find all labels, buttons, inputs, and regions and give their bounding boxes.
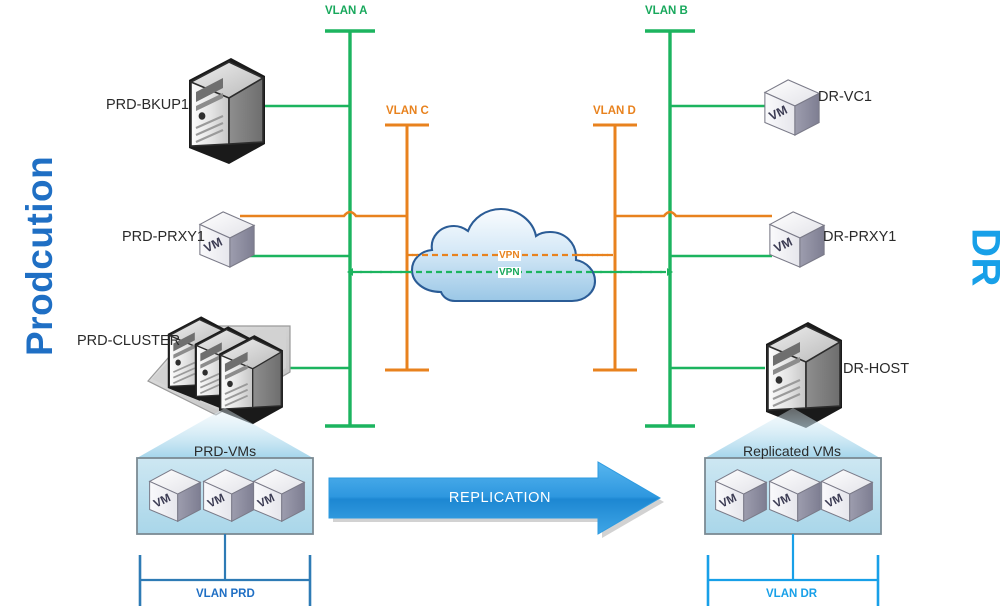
prd-cluster-icon bbox=[147, 315, 291, 426]
dr-host-server-icon bbox=[764, 320, 844, 430]
vpn-green-label: VPN bbox=[498, 267, 521, 278]
vlan-c-label: VLAN C bbox=[386, 105, 429, 117]
prd-bkup1-label: PRD-BKUP1 bbox=[106, 97, 189, 113]
prd-cluster-label: PRD-CLUSTER bbox=[77, 333, 181, 349]
vlan-dr-bracket bbox=[706, 534, 880, 606]
vlan-c-bus bbox=[385, 123, 429, 372]
replication-arrow bbox=[328, 461, 664, 538]
vlan-b-bus bbox=[645, 29, 695, 428]
prd-vms-group-label: PRD-VMs bbox=[193, 443, 257, 459]
dr-vc1-label: DR-VC1 bbox=[818, 89, 872, 105]
prd-vms-group bbox=[136, 408, 314, 535]
vlan-dr-label: VLAN DR bbox=[766, 588, 818, 600]
replicated-vms-group-label: Replicated VMs bbox=[742, 443, 842, 459]
vlan-d-label: VLAN D bbox=[593, 105, 636, 117]
link-drprxy1-vland bbox=[615, 210, 772, 218]
vlan-d-bus bbox=[593, 123, 637, 372]
replicated-vms-group bbox=[704, 408, 882, 535]
dr-host-label: DR-HOST bbox=[843, 361, 910, 377]
prd-bkup1-server-icon bbox=[187, 56, 267, 166]
prd-prxy1-label: PRD-PRXY1 bbox=[122, 229, 205, 245]
vpn-green-arrow-left bbox=[347, 268, 353, 276]
vlan-prd-label: VLAN PRD bbox=[196, 588, 255, 600]
vlan-a-label: VLAN A bbox=[325, 5, 368, 17]
link-prdprxy1-vlanc bbox=[240, 210, 407, 218]
dr-side-title: DR bbox=[963, 228, 1004, 287]
replication-arrow-label: REPLICATION bbox=[448, 490, 552, 506]
vpn-orange-label: VPN bbox=[498, 250, 521, 261]
vlan-b-label: VLAN B bbox=[645, 5, 688, 17]
vpn-green-arrow-right bbox=[667, 268, 673, 276]
production-side-title: Prodcution bbox=[19, 155, 60, 356]
vlan-a-bus bbox=[325, 29, 375, 428]
dr-prxy1-label: DR-PRXY1 bbox=[823, 229, 897, 245]
vlan-prd-bracket bbox=[138, 534, 312, 606]
